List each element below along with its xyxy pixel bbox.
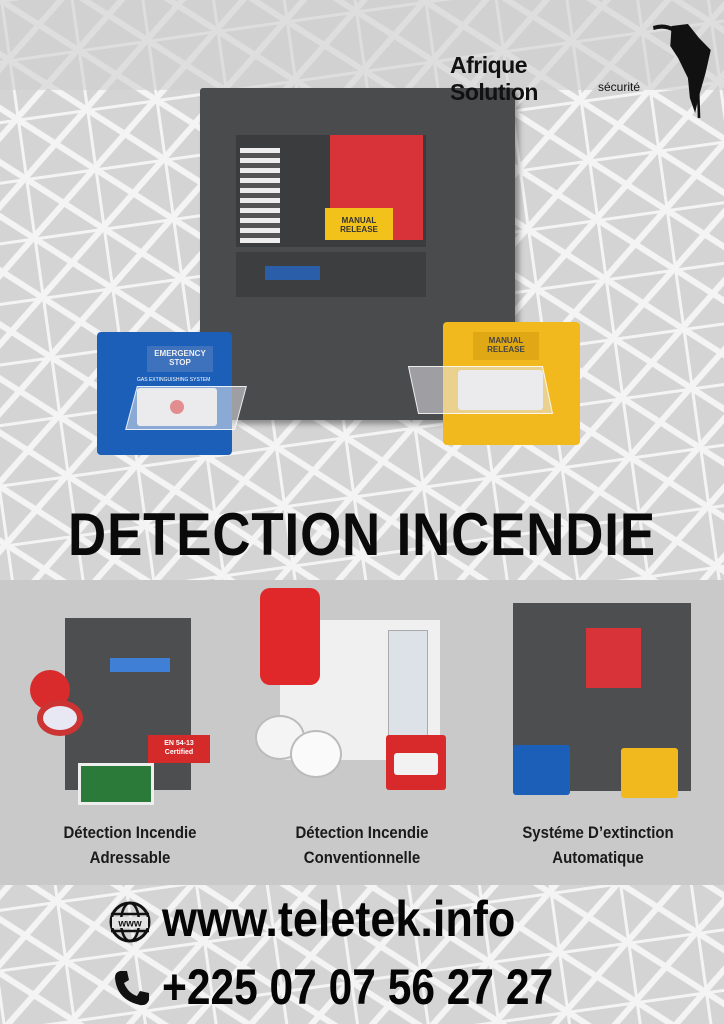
lcd-display xyxy=(110,658,170,672)
globe-icon-text: www xyxy=(117,919,142,930)
caption-line2: Conventionnelle xyxy=(303,848,421,867)
smoke-detector-icon xyxy=(290,730,342,778)
emergency-stop-callpoint xyxy=(513,745,570,795)
phone-number[interactable]: +225 07 07 56 27 27 xyxy=(162,959,554,1015)
caption-line2: Adressable xyxy=(89,848,171,867)
lcd-display xyxy=(265,266,320,280)
extinguishing-section xyxy=(586,628,641,688)
product-caption-addressable: Détection Incendie Adressable xyxy=(33,820,227,870)
emergency-stop-callpoint-image: EMERGENCY STOP GAS EXTINGUISHING SYSTEM xyxy=(97,332,247,455)
led-indicators xyxy=(240,148,280,243)
caption-line2: Automatique xyxy=(552,848,644,867)
brand-name: Afrique Solution xyxy=(450,52,538,105)
protective-cover xyxy=(407,366,554,414)
beacon-icon xyxy=(37,700,83,736)
badge-line2: Certified xyxy=(164,749,194,756)
manual-release-label: MANUAL RELEASE xyxy=(473,332,539,360)
africa-map-icon xyxy=(653,24,711,119)
caption-line1: Détection Incendie xyxy=(295,823,429,842)
product-caption-extinction: Systéme D’extinction Automatique xyxy=(497,820,699,870)
manual-release-tag: MANUAL RELEASE xyxy=(325,208,393,240)
extinction-system-image xyxy=(513,603,691,798)
manual-release-callpoint-image: MANUAL RELEASE xyxy=(407,322,580,445)
manual-release-callpoint xyxy=(621,748,678,798)
products-band: EN 54-13 Certified Détection Incendie Ad… xyxy=(0,580,724,885)
callpoint-face xyxy=(394,753,438,775)
caption-line1: Systéme D’extinction xyxy=(522,823,674,842)
manual-call-point-icon xyxy=(386,735,446,790)
en54-certified-badge: EN 54-13 Certified xyxy=(148,735,210,763)
caption-line1: Détection Incendie xyxy=(63,823,197,842)
sounder-icon xyxy=(260,588,320,685)
headline: DETECTION INCENDIE xyxy=(68,501,656,568)
website-link[interactable]: www.teletek.info xyxy=(162,891,516,947)
phone-icon xyxy=(115,971,149,1006)
pcb-board-image xyxy=(78,763,154,805)
protective-cover xyxy=(125,386,247,430)
callpoint-subtext: GAS EXTINGUISHING SYSTEM xyxy=(137,377,211,383)
globe-icon: www xyxy=(109,901,151,943)
zone-indicators xyxy=(388,630,428,740)
brand-tagline: sécurité xyxy=(598,80,641,94)
badge-line1: EN 54-13 xyxy=(164,740,194,747)
product-caption-conventional: Détection Incendie Conventionnelle xyxy=(265,820,459,870)
emergency-stop-label: EMERGENCY STOP xyxy=(147,346,213,372)
